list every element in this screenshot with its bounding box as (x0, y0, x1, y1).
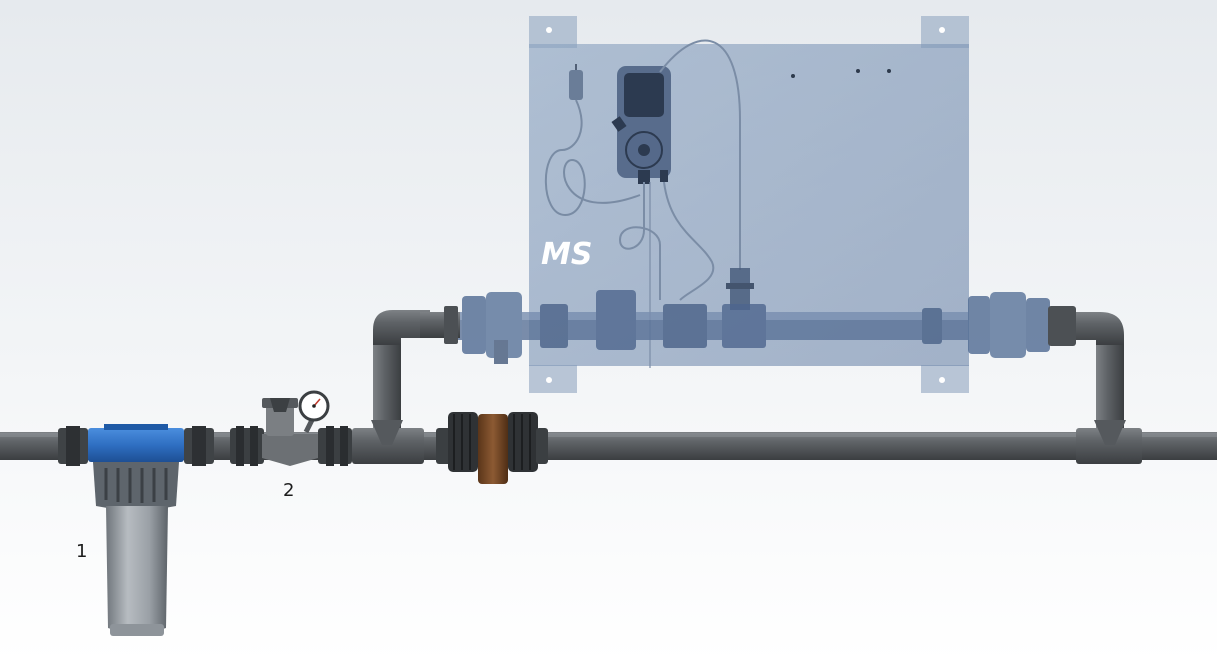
panel-mount-tab (921, 16, 969, 48)
panel-mount-tab (921, 365, 969, 393)
svg-text:MS: MS (541, 237, 592, 272)
injection-valve (726, 268, 754, 310)
mount-hole-icon (939, 27, 945, 33)
screw-hole-icon (791, 74, 795, 78)
panel-pipe-run (455, 290, 1050, 364)
water-filter (58, 424, 214, 636)
filter-head (88, 428, 184, 462)
filter-bowl (106, 506, 168, 633)
mount-hole-icon (546, 27, 552, 33)
dosing-panel: MS (455, 16, 1050, 393)
ms-logo: MS (541, 237, 592, 272)
panel-mount-tab (529, 365, 577, 393)
mount-hole-icon (939, 377, 945, 383)
callout-label-filter: 1 (76, 541, 88, 562)
valve-handle (478, 414, 508, 484)
power-plug-icon (544, 64, 641, 217)
dosing-tube (618, 182, 661, 300)
dosing-pump (611, 66, 671, 184)
bypass-tee-right (1076, 420, 1142, 464)
screw-hole-icon (856, 69, 860, 73)
filter-bowl-nut (93, 462, 179, 510)
dosing-tube (659, 39, 741, 270)
screw-hole-icon (887, 69, 891, 73)
pressure-reducer (230, 390, 352, 466)
panel-mount-tab (529, 16, 577, 48)
dosing-tube (663, 181, 715, 301)
mount-hole-icon (546, 377, 552, 383)
bypass-tee-left (352, 420, 424, 464)
pump-display (624, 73, 664, 117)
callout-label-pressure-reducer: 2 (283, 480, 295, 501)
bypass-ball-valve (436, 412, 548, 484)
